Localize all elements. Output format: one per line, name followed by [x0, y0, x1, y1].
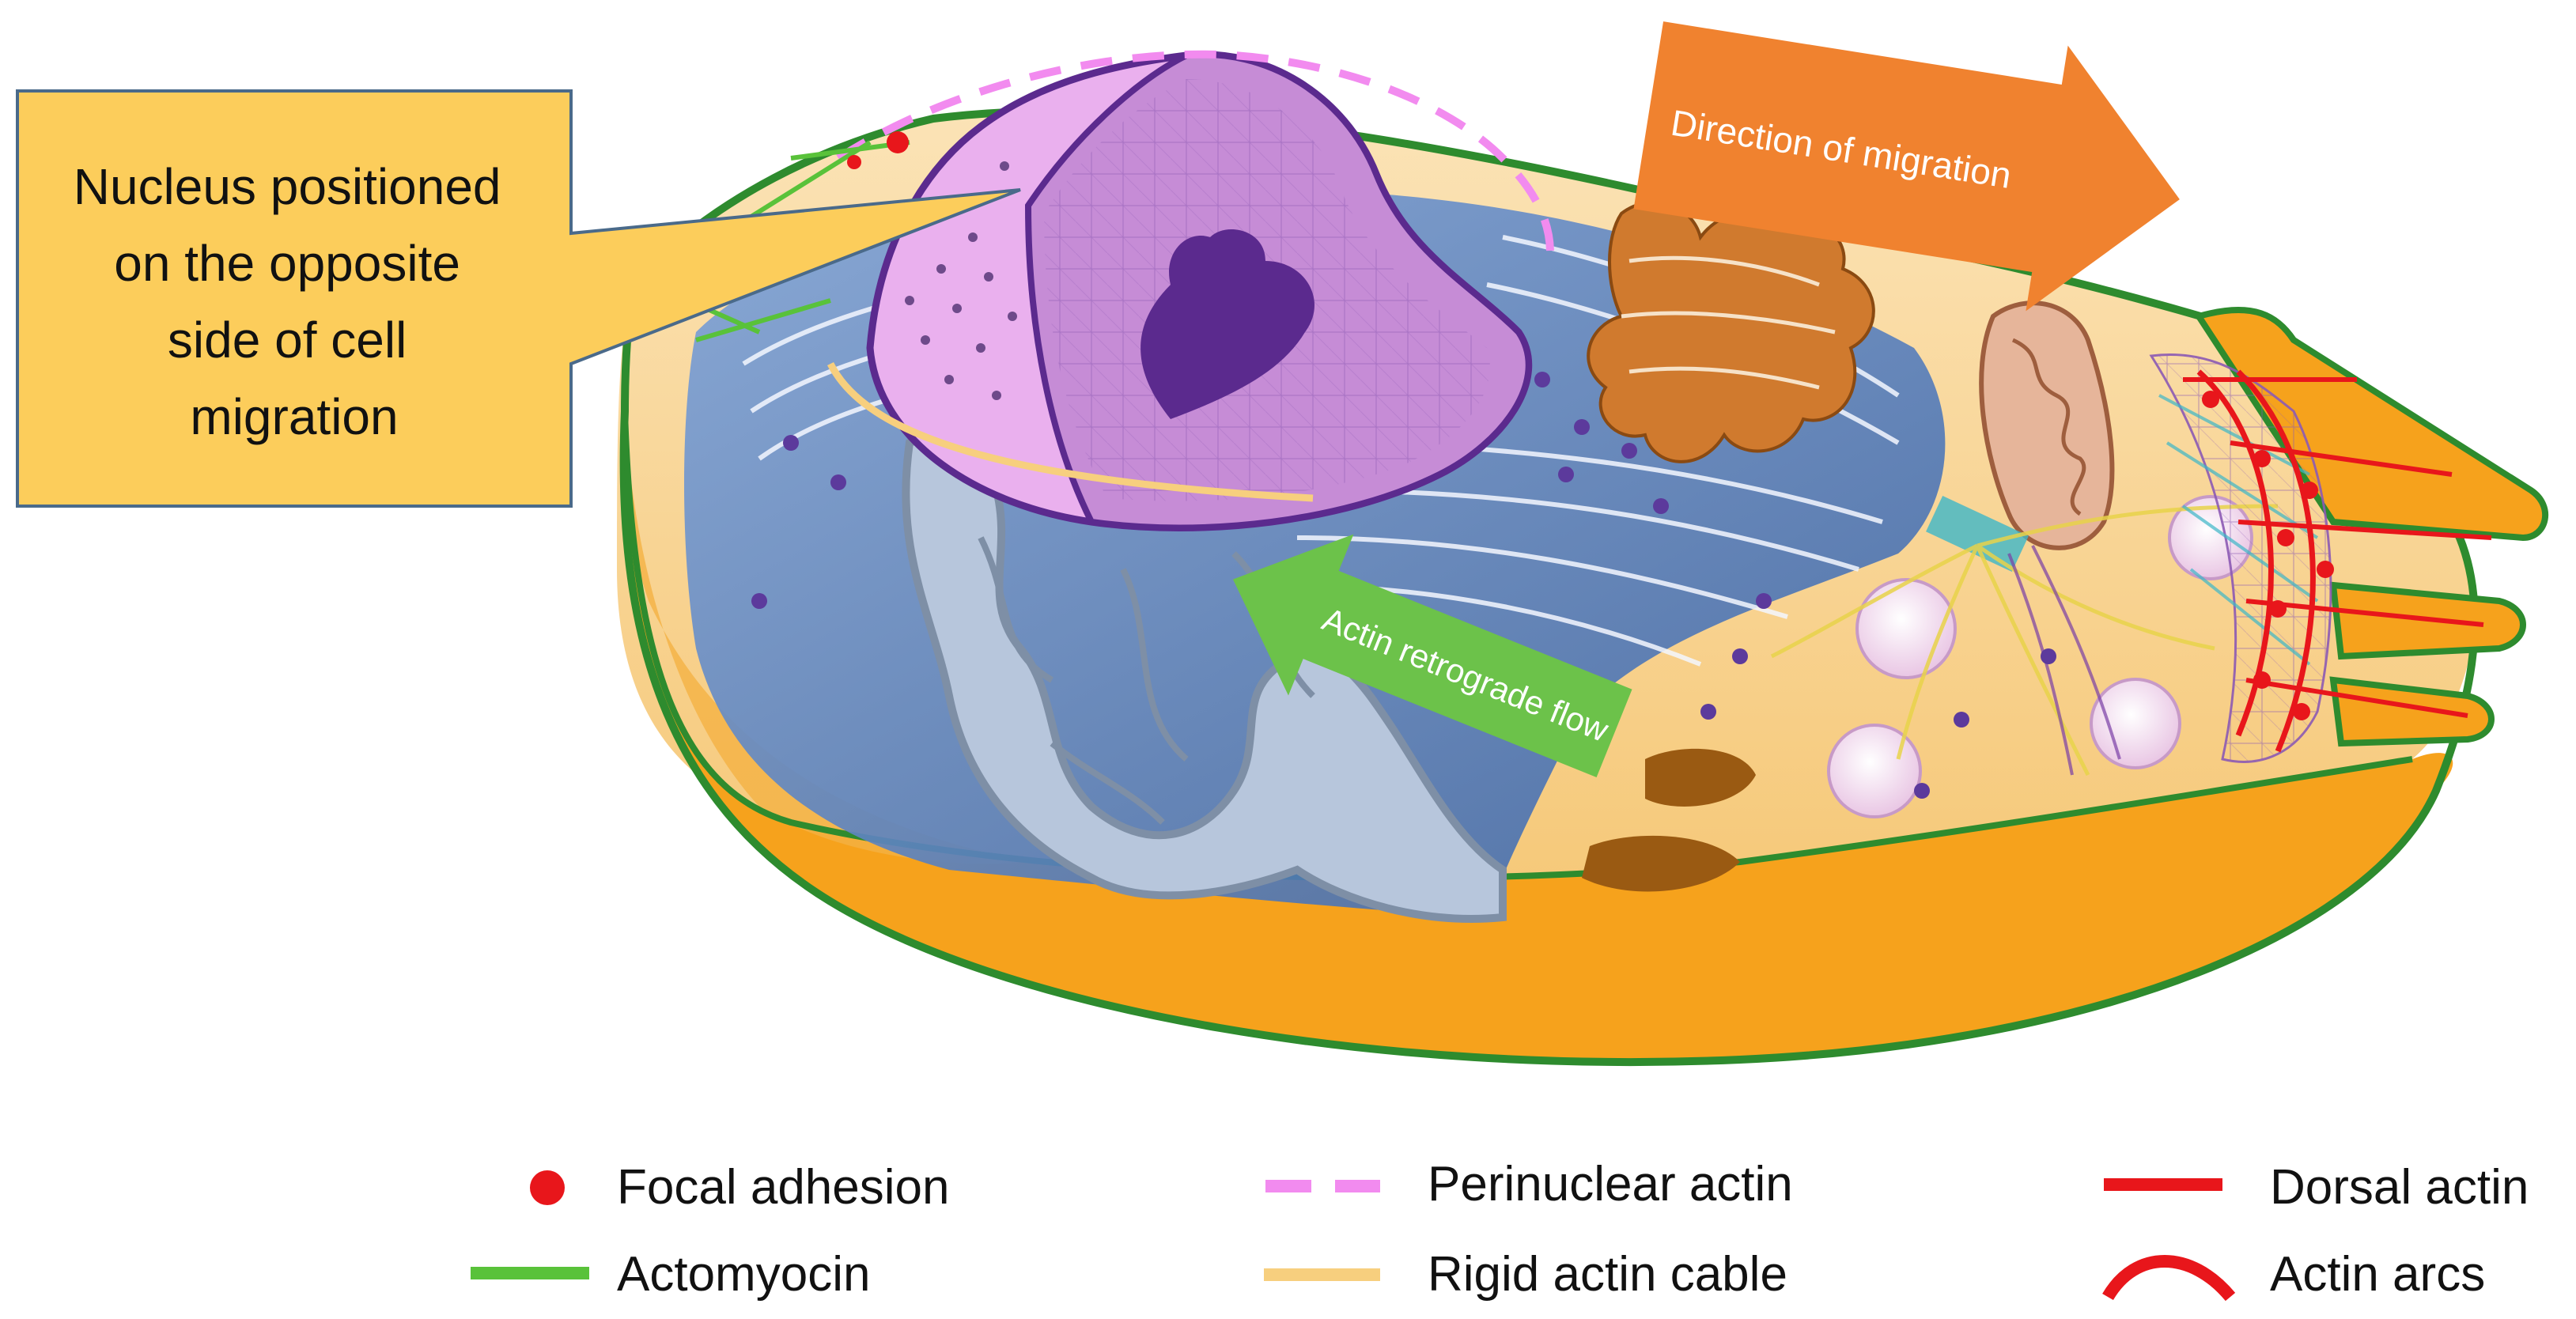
cell-rim [623, 411, 2453, 1063]
callout-text: Nucleus positioned on the opposite side … [74, 158, 516, 445]
legend: Focal adhesion Perinuclear actin Dorsal … [471, 1157, 2529, 1302]
microtubules [1770, 504, 2279, 777]
legend-item-actin-arcs: Actin arcs [2102, 1247, 2485, 1302]
legend-label: Focal adhesion [617, 1160, 950, 1215]
nucleus [866, 51, 1533, 531]
callout-box [16, 89, 1021, 508]
legend-item-dorsal-actin: Dorsal actin [2104, 1160, 2529, 1215]
legend-item-focal-adhesion: Focal adhesion [530, 1160, 950, 1215]
leading-edge-protrusions [2193, 307, 2548, 747]
golgi-apparatus [1587, 200, 1875, 463]
legend-label: Dorsal actin [2270, 1160, 2529, 1215]
migration-arrow: Direction of migration [1633, 21, 2180, 312]
legend-item-rigid-actin-cable: Rigid actin cable [1264, 1247, 1787, 1302]
vesicle [2090, 678, 2181, 769]
mitochondrion [1979, 300, 2115, 550]
mitochondrion-body [1979, 300, 2115, 550]
callout-line-4: migration [190, 388, 398, 445]
actin-mesh [2149, 353, 2332, 763]
golgi-cisternae [1621, 255, 1836, 390]
callout-line-1: Nucleus positioned [74, 158, 501, 215]
legend-label: Perinuclear actin [1428, 1157, 1793, 1211]
callout-line-2: on the opposite [114, 235, 460, 292]
centriole [1926, 495, 2029, 573]
dorsal-actin [2183, 377, 2492, 718]
rigid-actin-cable [827, 361, 1314, 502]
vesicle [1827, 724, 1922, 818]
lysosomes [1582, 748, 1756, 892]
nucleus-callout: Nucleus positioned on the opposite side … [16, 89, 1021, 508]
legend-label: Rigid actin cable [1428, 1247, 1787, 1302]
legend-item-perinuclear-actin: Perinuclear actin [1265, 1157, 1793, 1211]
legend-label: Actin arcs [2270, 1247, 2485, 1302]
focal-adhesions-front [2202, 391, 2334, 720]
cyan-actin-network [2158, 394, 2319, 666]
mitochondrion-cristae [2011, 338, 2086, 516]
centrosome [1770, 495, 2279, 777]
legend-symbol-dot [530, 1170, 565, 1205]
legend-item-actomyocin: Actomyocin [471, 1247, 870, 1302]
protrusion-low [2329, 676, 2495, 747]
nucleolus [1140, 229, 1314, 419]
legend-label: Actomyocin [617, 1247, 870, 1302]
legend-symbol-arc [2102, 1255, 2236, 1302]
protrusion-top [2193, 307, 2548, 542]
retrograde-arrow-shape [1232, 534, 1632, 778]
migration-arrow-shape [1633, 21, 2180, 312]
lamellipodium-actin-mesh [2149, 353, 2332, 763]
callout-line-3: side of cell [168, 312, 407, 368]
perinuclear-actin [836, 50, 1554, 254]
cell-rim-front [625, 411, 1028, 864]
intermediate-filaments [2007, 545, 2121, 776]
